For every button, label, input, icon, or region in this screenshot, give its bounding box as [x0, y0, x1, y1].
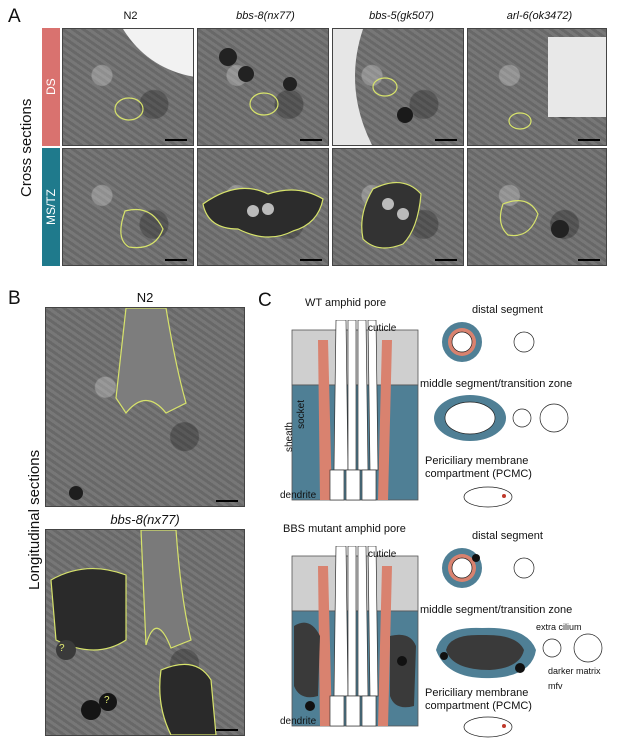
darker-matrix-label: darker matrix — [548, 666, 601, 676]
column-header-bbs8: bbs-8(nx77) — [236, 10, 295, 22]
mutant-dendrite-label: dendrite — [280, 716, 317, 727]
question-mark-1: ? — [59, 643, 65, 654]
em-longitudinal-bbs8: ? ? — [45, 529, 245, 736]
em-image-bbs8-ds — [197, 28, 329, 146]
wt-sheath-label: sheath — [284, 422, 295, 453]
mutant-pcmc-label-2: compartment (PCMC) — [425, 700, 532, 712]
em-image-bbs8-ms-tz — [197, 148, 329, 266]
mutant-pcmc-diagram — [463, 716, 513, 738]
mutant-title: BBS mutant amphid pore — [283, 523, 406, 535]
wt-amphid-pore-diagram — [291, 320, 419, 501]
mutant-distal-segment-diagram — [442, 548, 535, 588]
longitudinal-sections-label: Longitudinal sections — [26, 449, 43, 591]
mutant-middle-segment-label: middle segment/transition zone — [420, 604, 573, 616]
wt-distal-segment-label: distal segment — [472, 304, 543, 316]
em-longitudinal-n2 — [45, 307, 245, 507]
panel-b-top-title: N2 — [136, 290, 154, 305]
mutant-amphid-pore-diagram — [291, 546, 419, 727]
wt-middle-segment-label: middle segment/transition zone — [420, 378, 573, 390]
column-header-bbs5: bbs-5(gk507) — [369, 10, 434, 22]
mutant-middle-segment-diagram — [436, 627, 536, 679]
mutant-distal-segment-label: distal segment — [472, 530, 543, 542]
panel-b-letter: B — [8, 288, 21, 309]
row-label-ds: DS — [42, 28, 60, 146]
em-image-bbs5-ds — [332, 28, 464, 146]
wt-dendrite-label: dendrite — [280, 490, 317, 501]
cross-sections-label: Cross sections — [18, 98, 35, 198]
wt-pcmc-label-2: compartment (PCMC) — [425, 468, 532, 480]
em-image-n2-ds — [62, 28, 194, 146]
em-image-arl6-ms-tz — [467, 148, 607, 266]
question-mark-2: ? — [104, 695, 110, 706]
wt-pcmc-label-1: Periciliary membrane — [425, 455, 529, 467]
panel-a-letter: A — [8, 6, 21, 27]
mfv-label: mfv — [548, 681, 563, 691]
row-label-ms-tz: MS/TZ — [42, 148, 60, 266]
mutant-pcmc-label-1: Periciliary membrane — [425, 687, 529, 699]
column-header-n2: N2 — [123, 10, 138, 22]
em-image-arl6-ds — [467, 28, 607, 146]
panel-c-letter: C — [258, 290, 272, 311]
em-image-bbs5-ms-tz — [332, 148, 464, 266]
wt-pcmc-diagram — [463, 486, 513, 508]
mutant-extra-cilium-diagram — [542, 633, 603, 663]
wt-socket-label: socket — [296, 400, 307, 429]
em-image-n2-ms-tz — [62, 148, 194, 266]
extra-cilium-label: extra cilium — [536, 622, 582, 632]
wt-title: WT amphid pore — [305, 297, 387, 309]
wt-middle-segment-diagram — [434, 395, 569, 441]
column-header-arl6: arl-6(ok3472) — [506, 10, 573, 22]
panel-b-bottom-title: bbs-8(nx77) — [110, 512, 180, 527]
wt-distal-segment-diagram — [442, 322, 535, 362]
wt-cuticle-label: cuticle — [368, 323, 397, 334]
mutant-cuticle-label: cuticle — [368, 549, 397, 560]
